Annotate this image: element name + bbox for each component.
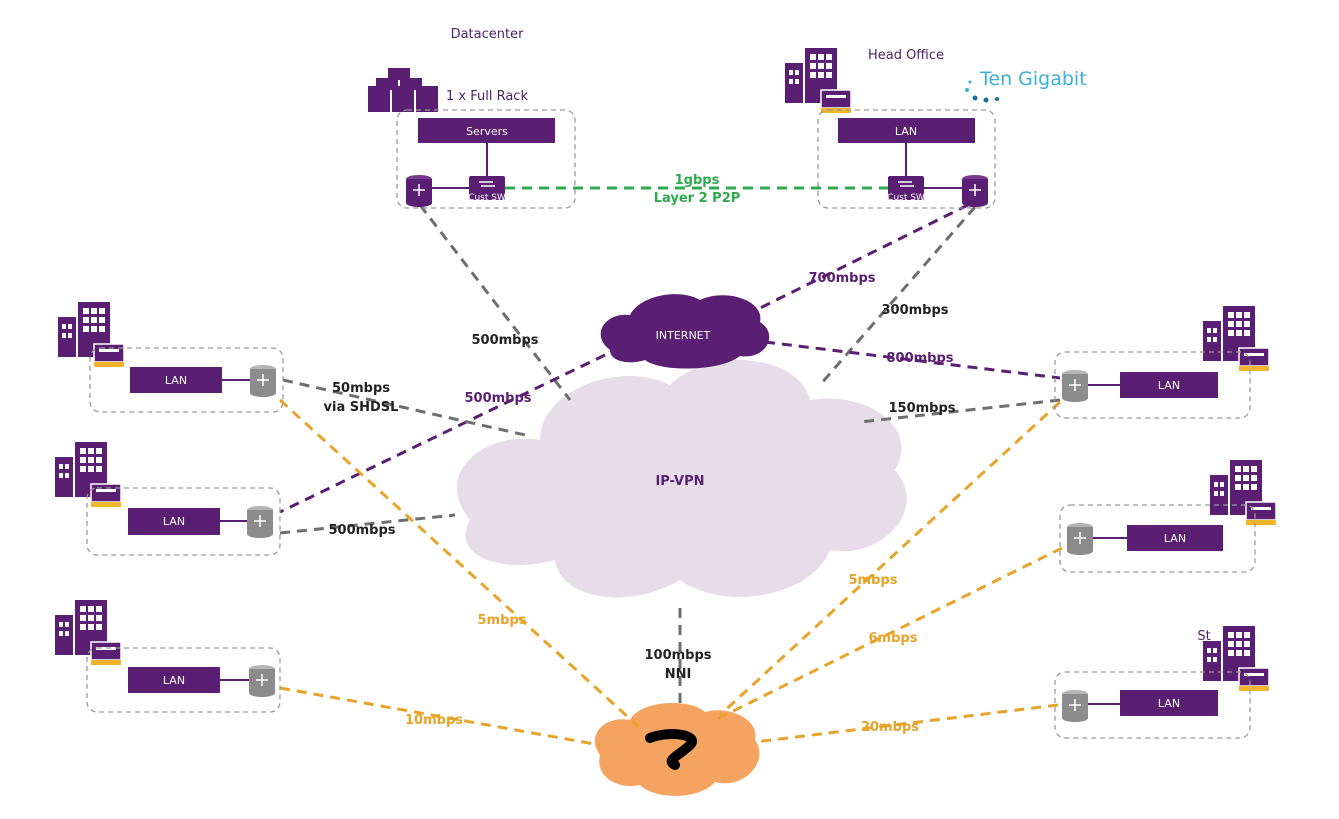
internet-cloud: INTERNET bbox=[600, 294, 770, 369]
building-icon bbox=[1202, 305, 1270, 372]
provider-cloud bbox=[594, 702, 760, 796]
rack-label: 1 x Full Rack bbox=[446, 89, 528, 104]
link-ho-internet bbox=[739, 203, 969, 320]
router-icon bbox=[1061, 689, 1089, 723]
building-icon bbox=[57, 301, 125, 368]
servers-label: Servers bbox=[466, 125, 508, 138]
link-r2-orange bbox=[714, 546, 1063, 722]
lan-label: LAN bbox=[895, 125, 917, 138]
lan-label: LAN bbox=[163, 515, 185, 528]
label-l3-orange: 10mbps bbox=[405, 713, 463, 728]
datacenter-box bbox=[396, 109, 576, 209]
server-rack-icon bbox=[368, 68, 438, 112]
switch-label: Cust SW bbox=[887, 193, 925, 203]
label-l2-ipvpn: 500mbps bbox=[328, 523, 395, 538]
router-icon bbox=[246, 505, 274, 539]
link-internet-r1 bbox=[764, 340, 1061, 380]
left-site-1: LAN bbox=[57, 301, 284, 413]
label-r2-orange: 6mbps bbox=[869, 631, 918, 646]
head-office-title: Head Office bbox=[868, 48, 944, 63]
label-ho-ipvpn: 300mbps bbox=[881, 303, 948, 318]
label-r3-orange: 20mbps bbox=[861, 720, 919, 735]
servers-bar bbox=[418, 118, 555, 143]
label-internet-r1: 800mbps bbox=[886, 351, 953, 366]
label-ho-internet: 700mbps bbox=[808, 271, 875, 286]
label-dc-ipvpn: 500mbps bbox=[471, 333, 538, 348]
internet-label: INTERNET bbox=[656, 329, 711, 342]
right-site-2: LAN bbox=[1059, 459, 1277, 573]
right-site-3: St LAN bbox=[1054, 625, 1270, 739]
lan-bar bbox=[838, 118, 975, 143]
router-icon bbox=[249, 364, 277, 398]
redaction-scribble bbox=[645, 729, 697, 770]
links bbox=[278, 186, 1063, 747]
ipvpn-label: IP-VPN bbox=[655, 474, 704, 489]
datacenter-title: Datacenter bbox=[451, 27, 525, 42]
head-office-site: Head Office Ten Gigabit LAN Cust SW bbox=[784, 47, 1087, 209]
building-icon bbox=[54, 441, 122, 508]
lan-label: LAN bbox=[165, 374, 187, 387]
label-r1-orange: 5mbps bbox=[849, 573, 898, 588]
link-l1-ipvpn bbox=[282, 378, 526, 437]
building-icon bbox=[1202, 625, 1270, 692]
logo-text: Ten Gigabit bbox=[979, 68, 1087, 90]
left-site-2: LAN bbox=[54, 441, 281, 556]
left-site-3: LAN bbox=[54, 599, 281, 713]
link-internet-l2 bbox=[279, 353, 606, 514]
router-icon bbox=[1066, 522, 1094, 556]
label-l1-orange: 5mbps bbox=[478, 613, 527, 628]
lan-label: LAN bbox=[1158, 697, 1180, 710]
building-icon bbox=[54, 599, 122, 666]
link-l1-orange bbox=[278, 398, 642, 730]
building-icon bbox=[784, 47, 852, 114]
router-icon bbox=[405, 174, 433, 208]
router-icon bbox=[961, 174, 989, 208]
lan-label: LAN bbox=[1158, 379, 1180, 392]
switch-label: Cust SW bbox=[468, 193, 506, 203]
datacenter-site: Datacenter 1 x Full Rack Servers Cust SW bbox=[368, 27, 576, 209]
head-office-box bbox=[817, 109, 996, 209]
link-l3-orange bbox=[279, 686, 601, 747]
link-r1-orange bbox=[718, 400, 1062, 717]
p2p-speed-label: 1gbps bbox=[675, 173, 720, 188]
lan-label: LAN bbox=[163, 674, 185, 687]
lan-label: LAN bbox=[1164, 532, 1186, 545]
label-l1-ipvpn: 50mbps bbox=[332, 381, 390, 396]
link-labels: 1gbps Layer 2 P2P 500mbps 300mbps 700mbp… bbox=[324, 173, 956, 735]
p2p-type-label: Layer 2 P2P bbox=[654, 191, 741, 206]
ten-gigabit-logo: Ten Gigabit bbox=[965, 68, 1087, 103]
label-nni-speed: 100mbps bbox=[644, 648, 711, 663]
router-icon bbox=[248, 664, 276, 698]
link-dc-ipvpn bbox=[418, 204, 572, 401]
router-icon bbox=[1061, 369, 1089, 403]
right-site-1: LAN bbox=[1054, 305, 1270, 419]
link-ho-ipvpn bbox=[818, 206, 977, 386]
label-internet-l2: 500mbps bbox=[464, 391, 531, 406]
label-nni: NNI bbox=[665, 667, 692, 682]
label-r1-ipvpn: 150mbps bbox=[888, 401, 955, 416]
ipvpn-cloud: IP-VPN bbox=[456, 359, 907, 598]
building-icon bbox=[1209, 459, 1277, 526]
label-l1-ipvpn-via: via SHDSL bbox=[324, 400, 399, 415]
link-l2-ipvpn bbox=[279, 513, 456, 535]
site-name: St bbox=[1197, 629, 1210, 644]
